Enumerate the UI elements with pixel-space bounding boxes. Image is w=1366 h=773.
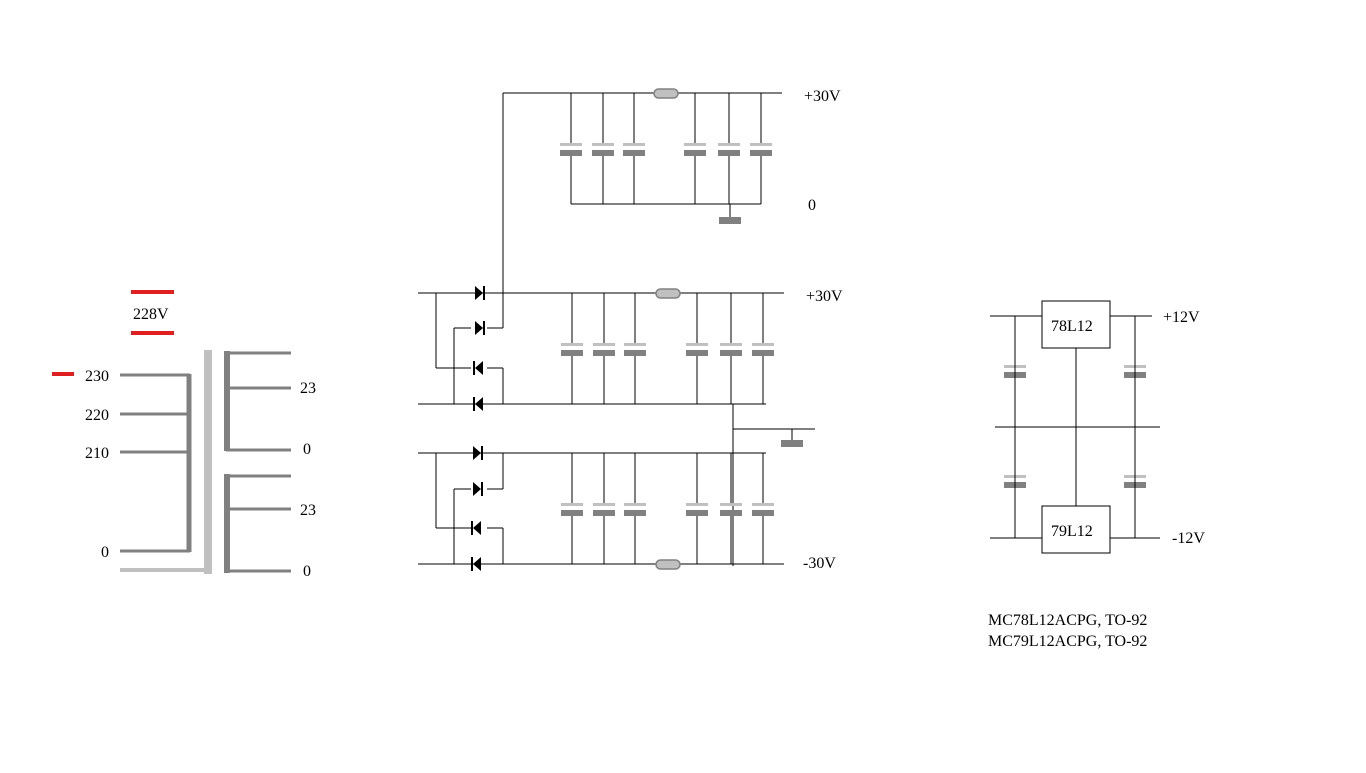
capacitor-mid-5 <box>720 293 742 404</box>
resistor-top <box>653 88 679 99</box>
secondary-winding-lower <box>224 474 291 573</box>
secondary-upper-23: 23 <box>300 380 316 397</box>
rail-label-top-pos: +30V <box>804 88 841 105</box>
indicator-bar-top <box>131 290 174 294</box>
capacitor-top-1 <box>560 93 582 204</box>
resistor-mid <box>655 288 681 299</box>
part-note-1: MC78L12ACPG, TO-92 <box>988 612 1147 629</box>
capacitor-top-5 <box>718 93 740 204</box>
capacitor-mid-4 <box>686 293 708 404</box>
ground-symbol-top <box>719 217 741 224</box>
diode-lower-4 <box>471 557 481 571</box>
capacitor-mid-1 <box>561 293 583 404</box>
diode-upper-2 <box>475 321 485 335</box>
secondary-upper-0: 0 <box>303 441 311 458</box>
diode-upper-3 <box>473 361 483 375</box>
rail-label-mid-pos: +30V <box>806 288 843 305</box>
tap-label-210: 210 <box>85 445 109 462</box>
output-label-pos: +12V <box>1163 309 1200 326</box>
rectifier-section <box>418 92 815 566</box>
capacitor-top-3 <box>623 93 645 204</box>
diode-lower-1 <box>473 446 483 460</box>
secondary-winding-upper <box>224 351 291 452</box>
regulator-ic-negative-label: 79L12 <box>1051 523 1093 540</box>
output-label-neg: -12V <box>1172 530 1205 547</box>
diode-upper-4 <box>473 397 483 411</box>
capacitor-top-2 <box>592 93 614 204</box>
regulator-ic-positive <box>1041 300 1111 349</box>
regulator-section <box>990 315 1160 539</box>
diode-lower-3 <box>471 521 481 535</box>
transformer: 228V 230 220 210 0 23 0 <box>52 290 316 580</box>
rail-label-neg: -30V <box>803 555 836 572</box>
core-shield-line <box>120 568 212 572</box>
regulator-ic-negative <box>1041 505 1111 554</box>
selected-tap-marker[interactable] <box>52 372 74 376</box>
mains-voltage-label: 228V <box>133 306 169 323</box>
regulator-ic-positive-label: 78L12 <box>1051 318 1093 335</box>
tap-label-0: 0 <box>101 544 109 561</box>
capacitor-top-4 <box>684 93 706 204</box>
diode-group <box>471 286 485 571</box>
capacitor-top-6 <box>750 93 772 204</box>
part-note-2: MC79L12ACPG, TO-92 <box>988 633 1147 650</box>
tap-label-230: 230 <box>85 368 109 385</box>
transformer-core <box>204 350 212 574</box>
secondary-lower-23: 23 <box>300 502 316 519</box>
ground-symbol-mid <box>781 440 803 447</box>
diode-upper-1 <box>475 286 485 300</box>
diode-lower-2 <box>473 482 483 496</box>
capacitor-low-3 <box>624 453 646 564</box>
capacitor-mid-3 <box>624 293 646 404</box>
capacitor-low-5 <box>720 453 742 564</box>
capacitor-mid-2 <box>593 293 615 404</box>
capacitor-mid-6 <box>752 293 774 404</box>
series-resistors <box>653 88 681 570</box>
resistor-bottom <box>655 559 681 570</box>
tap-label-220: 220 <box>85 407 109 424</box>
capacitor-low-2 <box>593 453 615 564</box>
secondary-lower-0: 0 <box>303 563 311 580</box>
primary-winding <box>120 373 192 553</box>
rail-label-top-zero: 0 <box>808 197 816 214</box>
capacitor-low-6 <box>752 453 774 564</box>
indicator-bar-bottom <box>131 331 174 335</box>
capacitor-low-1 <box>561 453 583 564</box>
capacitor-low-4 <box>686 453 708 564</box>
